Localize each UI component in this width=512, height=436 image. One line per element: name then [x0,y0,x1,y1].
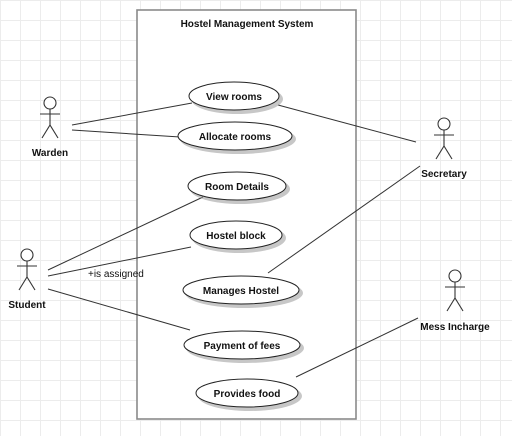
actor-label: Student [8,300,46,311]
use-case-room-details[interactable]: Room Details [187,171,290,204]
actor-warden[interactable]: Warden [32,96,68,159]
assoc-student-room-details[interactable] [47,196,204,271]
assoc-label-is-assigned: +is assigned [88,269,144,280]
assoc-warden-allocate-rooms[interactable] [71,129,181,138]
stick-figure-icon [17,248,37,291]
stick-figure-icon [434,117,454,160]
actor-label: Secretary [421,169,467,180]
assoc-warden-view-rooms[interactable] [71,102,193,126]
actor-label: Warden [32,148,68,159]
stick-figure-icon [40,96,60,139]
use-case-label: Hostel block [206,231,266,242]
associations: +is assigned [47,102,421,378]
use-case-hostel-block[interactable]: Hostel block [189,220,286,253]
use-case-allocate-rooms[interactable]: Allocate rooms [177,121,296,154]
actor-label: Mess Incharge [420,322,490,333]
use-case-label: Payment of fees [204,341,281,352]
stick-figure-icon [445,269,465,312]
assoc-secretary-manages-hostel[interactable] [267,165,421,274]
actor-mess-incharge[interactable]: Mess Incharge [420,269,490,333]
use-case-label: Room Details [205,182,269,193]
system-title: Hostel Management System [181,19,314,30]
use-case-label: Manages Hostel [203,286,279,297]
actor-student[interactable]: Student [8,248,46,311]
use-case-provides-food[interactable]: Provides food [195,378,302,411]
assoc-secretary-view-rooms[interactable] [277,104,417,143]
use-case-view-rooms[interactable]: View rooms [188,81,283,114]
use-case-label: View rooms [206,92,262,103]
actor-secretary[interactable]: Secretary [421,117,467,180]
assoc-student-payment[interactable] [47,288,191,331]
use-case-payment-of-fees[interactable]: Payment of fees [183,330,304,363]
assoc-mess-incharge-provides-food[interactable] [295,317,419,378]
use-case-label: Provides food [214,389,281,400]
assoc-student-hostel-block[interactable] [47,246,192,277]
use-case-label: Allocate rooms [199,132,272,143]
use-case-manages-hostel[interactable]: Manages Hostel [182,275,303,308]
